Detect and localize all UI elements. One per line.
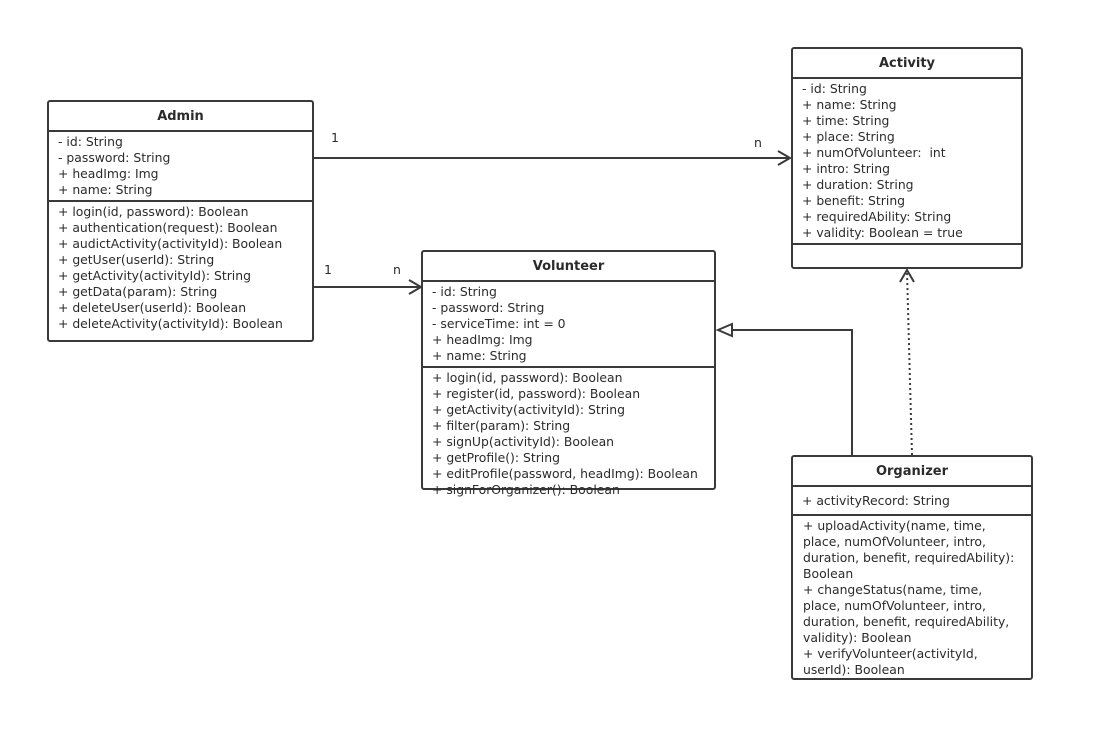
methods-section	[793, 243, 1021, 275]
method: + signUp(activityId): Boolean	[432, 434, 615, 449]
attribute: - serviceTime: int = 0	[432, 316, 566, 331]
method: + uploadActivity(name, time, place, numO…	[803, 518, 1015, 581]
method: + getActivity(activityId): String	[58, 268, 251, 283]
class-organizer[interactable]: Organizer + activityRecord: String + upl…	[791, 455, 1033, 680]
multiplicity-admin-activity-source: 1	[331, 130, 339, 145]
open-arrowhead	[777, 150, 792, 166]
attribute: + name: String	[432, 348, 527, 363]
method: + signForOrganizer(): Boolean	[432, 482, 620, 497]
method: + getUser(userId): String	[58, 252, 215, 267]
open-arrowhead	[899, 268, 915, 283]
class-name: Activity	[793, 49, 1021, 79]
method: + deleteUser(userId): Boolean	[58, 300, 247, 315]
attribute: - password: String	[432, 300, 545, 315]
class-activity[interactable]: Activity - id: String+ name: String+ tim…	[791, 47, 1023, 269]
attribute: + validity: Boolean = true	[802, 225, 963, 240]
attribute: + time: String	[802, 113, 890, 128]
method: + verifyVolunteer(activityId, userId): B…	[803, 646, 978, 677]
attribute: + place: String	[802, 129, 895, 144]
attribute: - password: String	[58, 150, 171, 165]
method: + authentication(request): Boolean	[58, 220, 278, 235]
hollow-triangle-arrowhead	[715, 322, 733, 338]
method: + audictActivity(activityId): Boolean	[58, 236, 283, 251]
attributes-section: - id: String- password: String- serviceT…	[423, 282, 714, 366]
method: + getProfile(): String	[432, 450, 560, 465]
attribute: + duration: String	[802, 177, 914, 192]
class-name: Organizer	[793, 457, 1031, 487]
method: + register(id, password): Boolean	[432, 386, 641, 401]
methods-section: + login(id, password): Boolean+ authenti…	[49, 200, 312, 334]
methods-section: + login(id, password): Boolean+ register…	[423, 366, 714, 500]
generalization-organizer-volunteer	[715, 322, 853, 456]
attribute: + name: String	[802, 97, 897, 112]
multiplicity-admin-activity-target: n	[754, 135, 762, 150]
attributes-section: - id: String+ name: String+ time: String…	[793, 79, 1021, 243]
method: + changeStatus(name, time, place, numOfV…	[803, 582, 1010, 645]
multiplicity-admin-volunteer-target: n	[393, 262, 401, 277]
attribute: + headImg: Img	[58, 166, 159, 181]
attribute: + activityRecord: String	[802, 493, 950, 508]
multiplicity-admin-volunteer-source: 1	[324, 262, 332, 277]
methods-section: + uploadActivity(name, time, place, numO…	[793, 514, 1031, 680]
class-name: Admin	[49, 102, 312, 132]
class-name: Volunteer	[423, 252, 714, 282]
attribute: - id: String	[58, 134, 123, 149]
attribute: - id: String	[802, 81, 867, 96]
class-admin[interactable]: Admin - id: String- password: String+ he…	[47, 100, 314, 342]
attribute: - id: String	[432, 284, 497, 299]
class-volunteer[interactable]: Volunteer - id: String- password: String…	[421, 250, 716, 497]
attribute: + headImg: Img	[432, 332, 533, 347]
method: + login(id, password): Boolean	[58, 204, 249, 219]
attribute: + intro: String	[802, 161, 890, 176]
method: + editProfile(password, headImg): Boolea…	[432, 466, 698, 481]
method: + getData(param): String	[58, 284, 218, 299]
attributes-section: - id: String- password: String+ headImg:…	[49, 132, 312, 200]
method: + filter(param): String	[432, 418, 571, 433]
attribute: + requiredAbility: String	[802, 209, 952, 224]
association-admin-volunteer	[314, 279, 423, 295]
method: + login(id, password): Boolean	[432, 370, 623, 385]
dependency-organizer-activity	[899, 268, 915, 456]
attribute: + benefit: String	[802, 193, 906, 208]
method: + deleteActivity(activityId): Boolean	[58, 316, 283, 331]
attribute: + numOfVolunteer: int	[802, 145, 946, 160]
method: + getActivity(activityId): String	[432, 402, 625, 417]
association-admin-activity	[314, 150, 792, 166]
attributes-section: + activityRecord: String	[793, 487, 1031, 514]
attribute: + name: String	[58, 182, 153, 197]
